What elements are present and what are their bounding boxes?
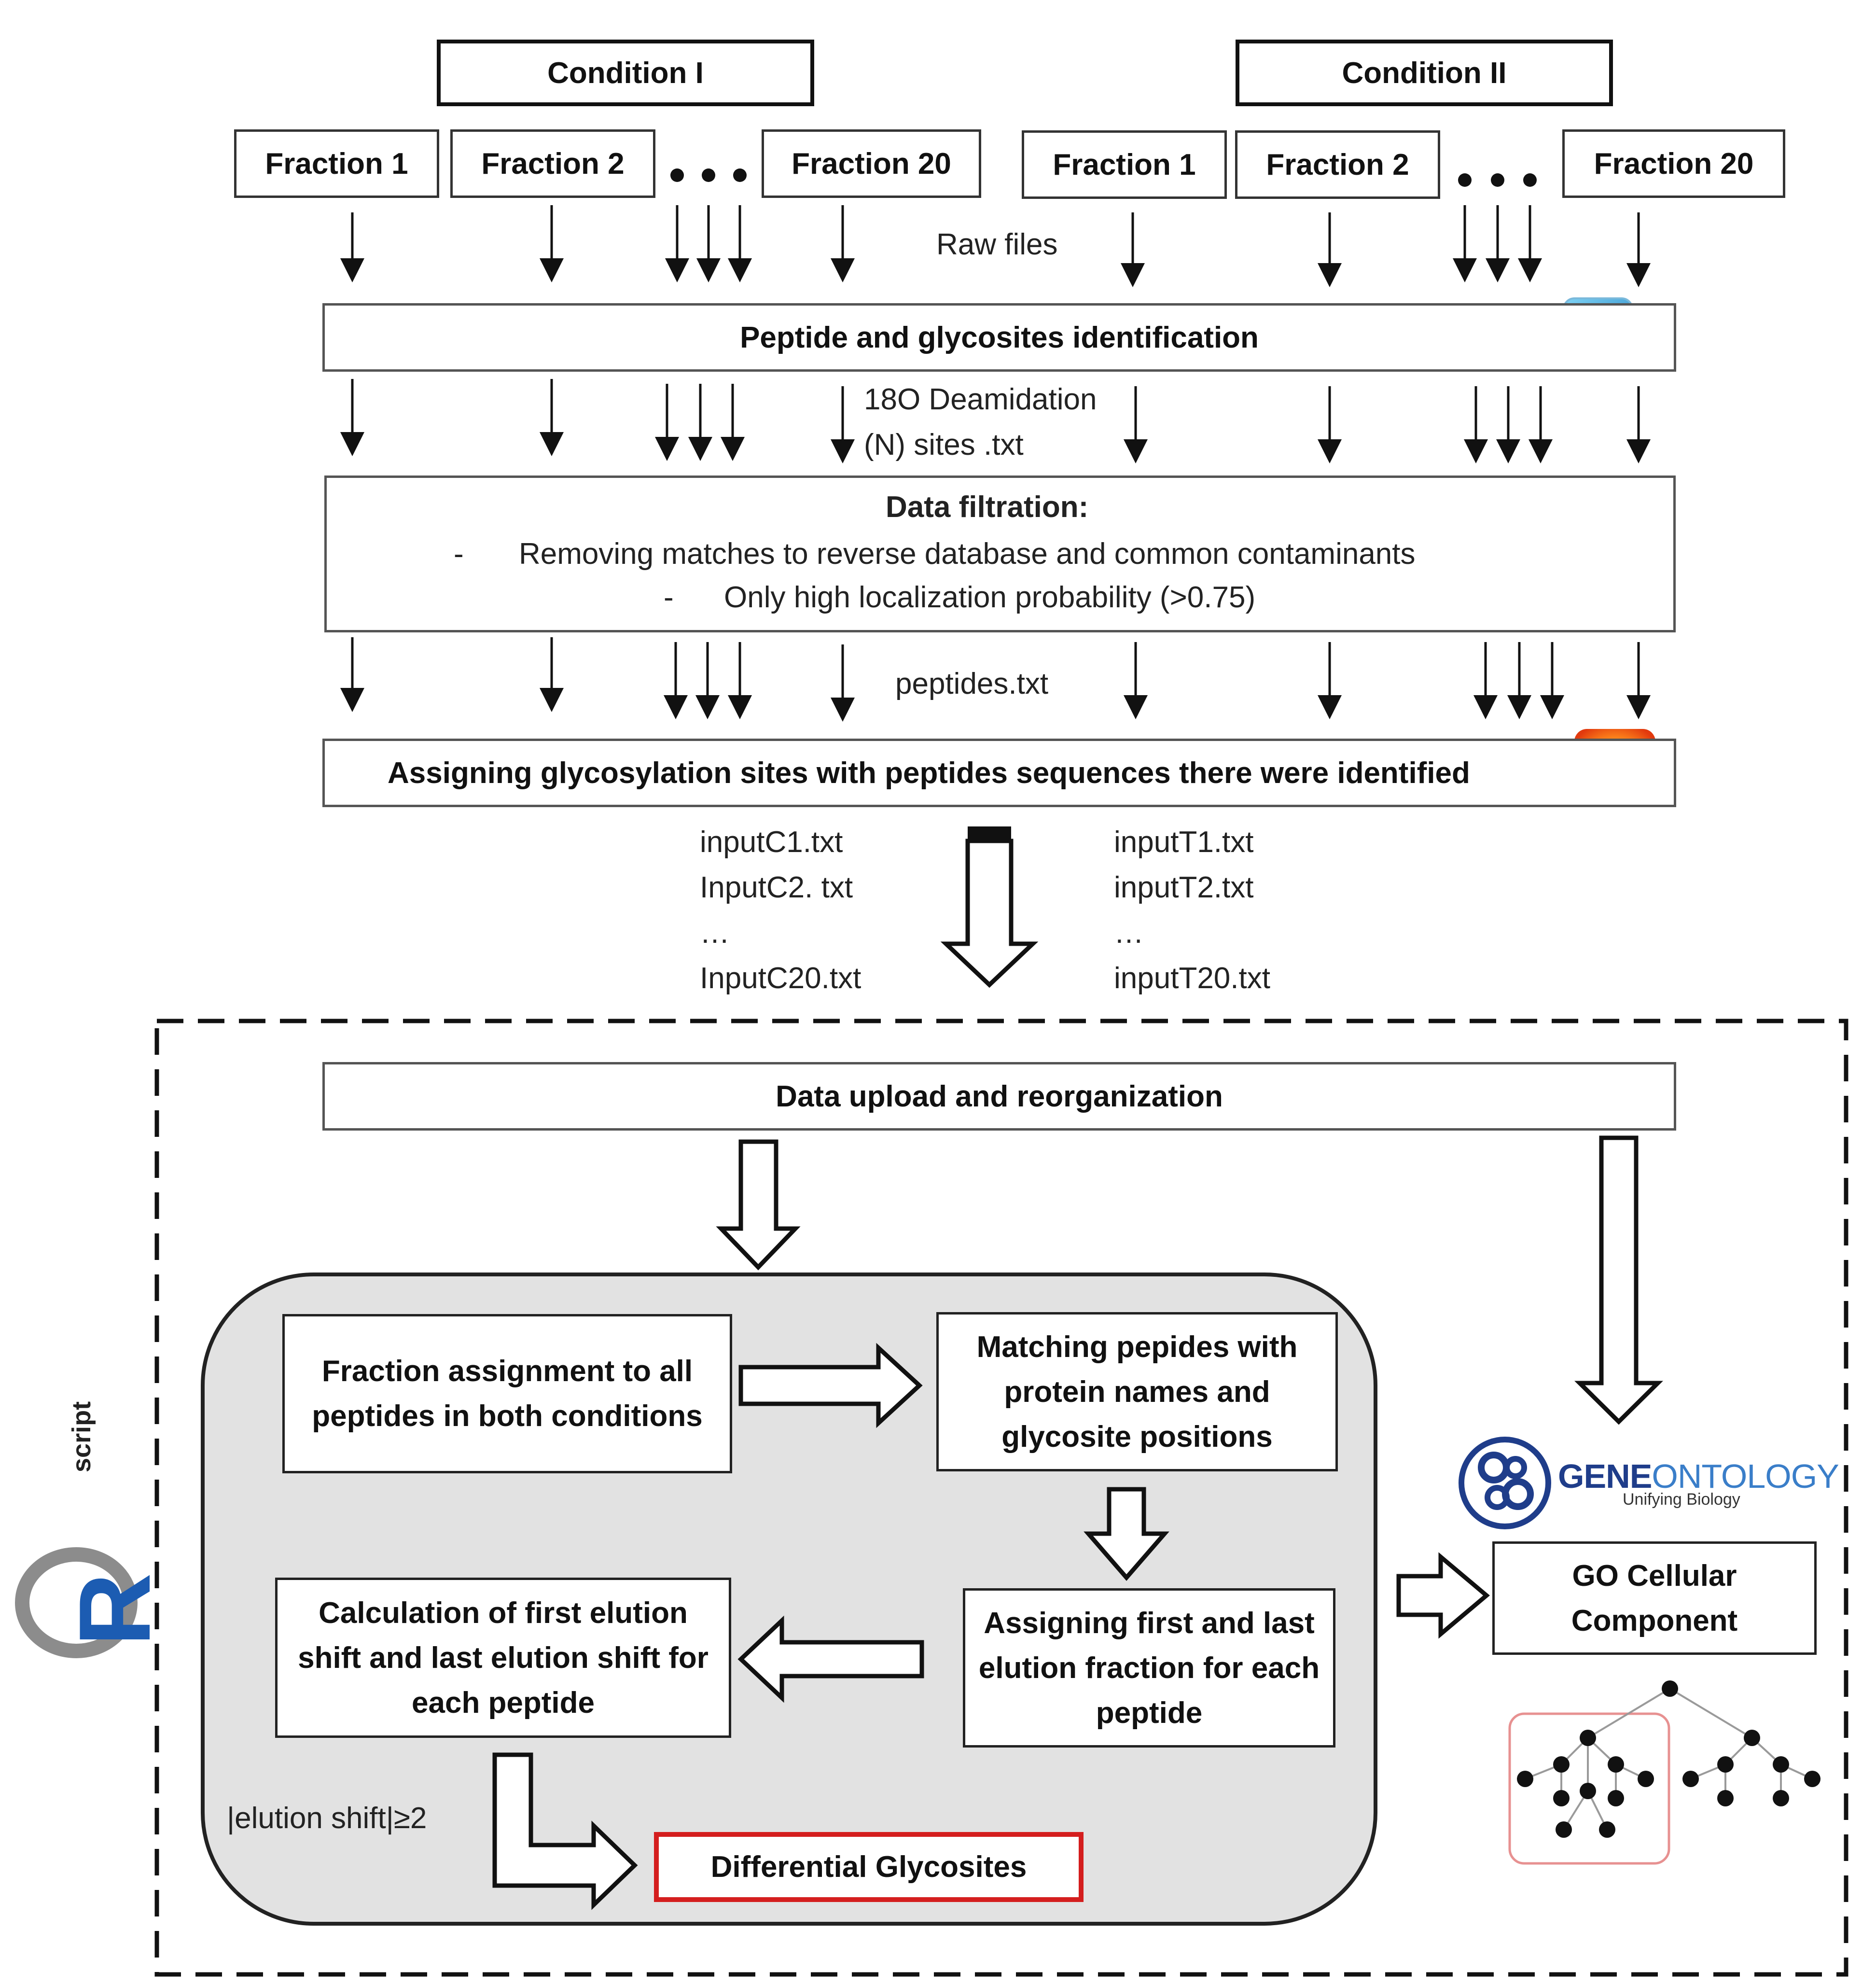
raw-files-label: Raw files xyxy=(936,228,1058,261)
go-tagline: Unifying Biology xyxy=(1623,1490,1740,1509)
rscript-dashed-frame xyxy=(154,1019,1848,1977)
condition-1-label: Condition I xyxy=(547,56,704,90)
deamidation-label-1: 18O Deamidation xyxy=(864,383,1097,416)
peptides-txt-label: peptides.txt xyxy=(895,667,1049,700)
arrows-deamidation xyxy=(340,379,1651,463)
block-arrow-down-2 xyxy=(1084,1487,1169,1581)
go-brand-ontology: ONTOLOGY xyxy=(1652,1457,1839,1495)
c2-fraction-20-label: Fraction 20 xyxy=(1594,147,1754,181)
go-brand: GENEONTOLOGY xyxy=(1558,1452,1839,1501)
c2-fraction-2-label: Fraction 2 xyxy=(1266,148,1409,182)
svg-text:R: R xyxy=(58,1573,171,1646)
assigning-box: Assigning glycosylation sites with pepti… xyxy=(322,739,1676,807)
go-brand-gene: GENE xyxy=(1558,1457,1652,1495)
differential-glycosites-label: Differential Glycosites xyxy=(710,1850,1027,1884)
matching-box: Matching pepides with protein names and … xyxy=(936,1312,1338,1471)
assigning-elution-label: Assigning first and last elution fractio… xyxy=(978,1606,1320,1730)
filtration-item-2: Only high localization probability (>0.7… xyxy=(724,581,1256,614)
identification-box: Peptide and glycosites identification xyxy=(322,303,1676,372)
inputs-t-2: inputT2.txt xyxy=(1114,871,1254,904)
inputs-t-4: inputT20.txt xyxy=(1114,962,1270,995)
go-tree-graphic xyxy=(1508,1680,1820,1865)
filtration-title: Data filtration: xyxy=(886,490,1089,524)
inputs-c-1: inputC1.txt xyxy=(700,825,843,859)
condition-1-box: Condition I xyxy=(437,40,814,106)
gene-ontology-logo xyxy=(1459,1437,1551,1529)
fraction-assignment-label: Fraction assignment to all peptides in b… xyxy=(312,1355,703,1433)
block-arrow-elbow-4 xyxy=(492,1752,638,1910)
assigning-label: Assigning glycosylation sites with pepti… xyxy=(388,756,1470,790)
c2-fraction-20: Fraction 20 xyxy=(1562,129,1785,198)
inputs-c-3: … xyxy=(700,916,730,950)
filtration-item-1: Removing matches to reverse database and… xyxy=(519,537,1416,571)
filtration-box xyxy=(324,476,1676,632)
block-arrow-left-3 xyxy=(737,1615,924,1703)
block-arrow-to-panel xyxy=(716,1139,801,1271)
block-arrow-right-1 xyxy=(738,1343,923,1428)
elution-shift-label: |elution shift|≥2 xyxy=(227,1802,427,1835)
block-arrow-right-go xyxy=(1396,1552,1490,1639)
c1-fraction-1: Fraction 1 xyxy=(234,129,439,198)
filtration-item-1-dash: - xyxy=(454,537,464,571)
inputs-t-1: inputT1.txt xyxy=(1114,825,1254,859)
calculation-label: Calculation of first elution shift and l… xyxy=(298,1596,709,1720)
assigning-elution-box: Assigning first and last elution fractio… xyxy=(963,1588,1335,1748)
c2-fraction-1-label: Fraction 1 xyxy=(1053,148,1196,182)
calculation-box: Calculation of first elution shift and l… xyxy=(275,1578,731,1738)
block-arrow-to-rscript xyxy=(940,826,1039,988)
condition-2-label: Condition II xyxy=(1342,56,1507,90)
c1-fraction-20-label: Fraction 20 xyxy=(792,147,951,181)
go-cellular-component-box: GO Cellular Component xyxy=(1492,1541,1817,1655)
arrows-raw-files xyxy=(340,205,1651,287)
block-arrow-to-go xyxy=(1574,1135,1663,1425)
condition-2-box: Condition II xyxy=(1236,40,1613,106)
upload-box: Data upload and reorganization xyxy=(322,1062,1676,1131)
fraction-assignment-box: Fraction assignment to all peptides in b… xyxy=(282,1314,732,1473)
r-logo: R xyxy=(15,1547,171,1658)
inputs-t-3: … xyxy=(1114,916,1144,950)
r-logo-script-text: script xyxy=(67,1401,96,1472)
c1-fraction-20: Fraction 20 xyxy=(762,129,981,198)
matching-label: Matching pepides with protein names and … xyxy=(976,1330,1298,1454)
filtration-item-2-dash: - xyxy=(664,581,674,614)
c1-fraction-2-label: Fraction 2 xyxy=(481,147,625,181)
c1-fraction-1-label: Fraction 1 xyxy=(265,147,408,181)
differential-glycosites-box: Differential Glycosites xyxy=(654,1832,1084,1902)
inputs-c-4: InputC20.txt xyxy=(700,962,862,995)
ellipsis-dots xyxy=(670,168,1537,187)
inputs-c-2: InputC2. txt xyxy=(700,871,853,904)
go-cellular-component-label: GO Cellular Component xyxy=(1571,1559,1738,1637)
deamidation-label-2: (N) sites .txt xyxy=(864,428,1024,462)
identification-label: Peptide and glycosites identification xyxy=(740,321,1259,354)
c2-fraction-2: Fraction 2 xyxy=(1235,130,1440,199)
arrows-peptides xyxy=(340,637,1651,722)
upload-label: Data upload and reorganization xyxy=(776,1079,1223,1113)
c1-fraction-2: Fraction 2 xyxy=(450,129,655,198)
c2-fraction-1: Fraction 1 xyxy=(1022,130,1227,199)
